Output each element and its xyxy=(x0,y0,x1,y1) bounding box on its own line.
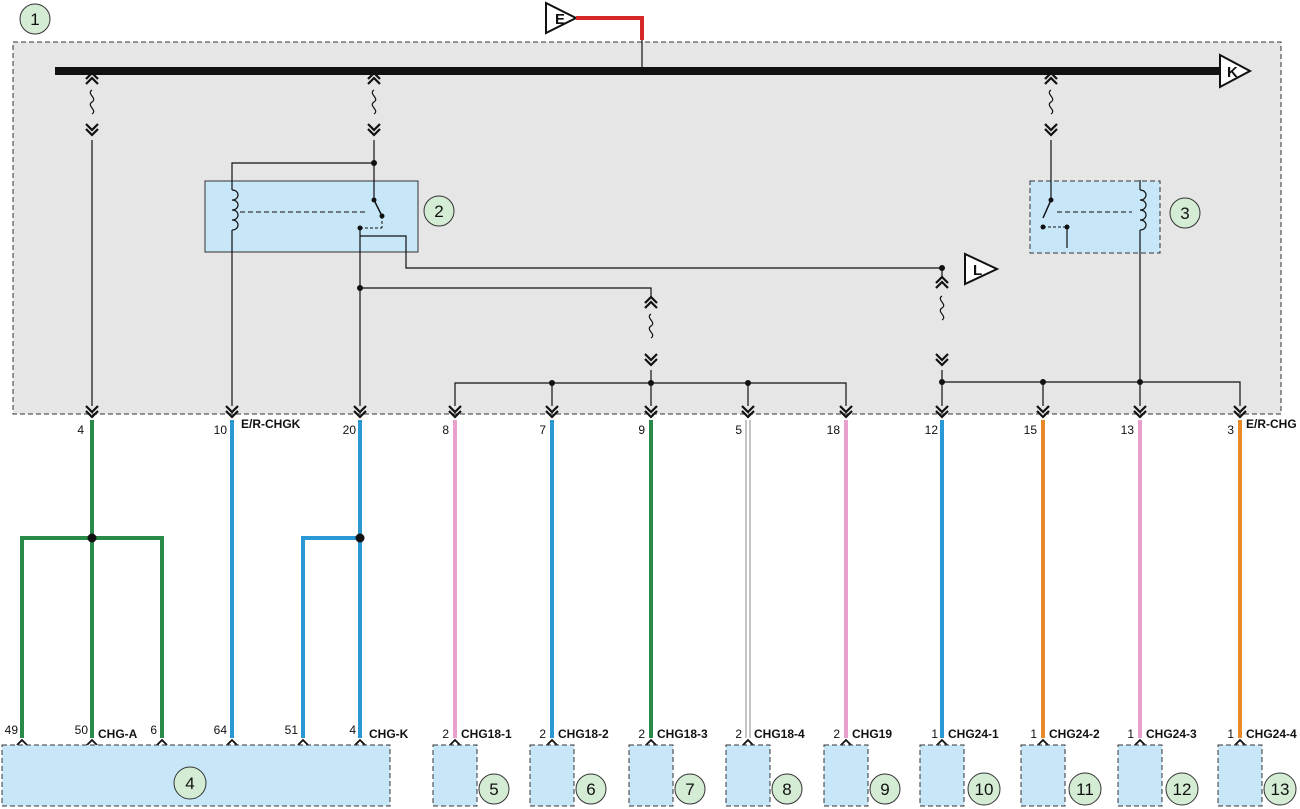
connector-chg18-3-label: CHG18-3 xyxy=(657,727,708,741)
svg-text:L: L xyxy=(973,262,982,279)
relay-3-coil xyxy=(1057,180,1147,231)
relay-2-coil xyxy=(231,180,368,238)
bottom-pin-49: 49 xyxy=(5,723,19,737)
component-6: 6 xyxy=(529,744,607,807)
top-pin-4: 4 xyxy=(77,423,84,437)
component-11: 11 xyxy=(1020,744,1102,807)
top-pin-8: 8 xyxy=(442,423,449,437)
terminal-e: E xyxy=(545,1,579,35)
svg-text:5: 5 xyxy=(489,780,498,799)
connector-chg24-4-label: CHG24-4 xyxy=(1246,727,1297,741)
bottom-pin-chg18-2: 2 xyxy=(539,727,546,741)
bottom-pin-chg24-3: 1 xyxy=(1127,727,1134,741)
svg-text:E: E xyxy=(555,11,565,28)
callout-3: 3 xyxy=(1169,197,1201,229)
svg-text:9: 9 xyxy=(880,780,889,799)
connector-chg24-1-label: CHG24-1 xyxy=(948,727,999,741)
svg-text:1: 1 xyxy=(30,10,39,29)
connector-er-chgk-label: E/R-CHGK xyxy=(241,417,301,431)
top-pin-5: 5 xyxy=(735,423,742,437)
top-pin-18: 18 xyxy=(827,423,841,437)
bottom-pin-50: 50 xyxy=(75,723,89,737)
connector-chg-k-label: CHG-K xyxy=(369,727,409,741)
svg-text:13: 13 xyxy=(1271,780,1290,799)
bottom-pin-6: 6 xyxy=(150,723,157,737)
svg-text:K: K xyxy=(1227,64,1238,81)
top-pin-13: 13 xyxy=(1121,423,1135,437)
top-pin-3: 3 xyxy=(1227,423,1234,437)
bottom-pin-chg19: 2 xyxy=(833,727,840,741)
main-bus-bar xyxy=(55,67,1220,75)
connector-chg18-2-label: CHG18-2 xyxy=(558,727,609,741)
svg-text:12: 12 xyxy=(1173,780,1192,799)
svg-text:3: 3 xyxy=(1180,204,1189,223)
svg-text:8: 8 xyxy=(782,780,791,799)
connector-chg18-4-label: CHG18-4 xyxy=(754,727,805,741)
component-7: 7 xyxy=(628,744,706,807)
bottom-pin-51: 51 xyxy=(285,723,299,737)
top-pin-10: 10 xyxy=(214,423,228,437)
wire-blue-20 xyxy=(301,420,362,738)
terminal-l: L xyxy=(964,252,1000,286)
wire-green-4 xyxy=(20,420,164,738)
svg-text:2: 2 xyxy=(434,202,443,221)
top-pin-9: 9 xyxy=(638,423,645,437)
bottom-pin-chg18-3: 2 xyxy=(638,727,645,741)
connector-chg-a-label: CHG-A xyxy=(98,727,138,741)
connector-chg24-3-label: CHG24-3 xyxy=(1146,727,1197,741)
top-pin-15: 15 xyxy=(1024,423,1038,437)
relay-2-switch xyxy=(357,181,385,231)
top-pin-7: 7 xyxy=(539,423,546,437)
terminal-k: K xyxy=(1219,53,1253,89)
connector-chg24-2-label: CHG24-2 xyxy=(1049,727,1100,741)
svg-text:4: 4 xyxy=(185,774,194,793)
component-8: 8 xyxy=(725,744,803,807)
bottom-pin-chg18-4: 2 xyxy=(735,727,742,741)
relay-3-switch xyxy=(1040,140,1070,230)
top-pin-20: 20 xyxy=(343,423,357,437)
connector-chg19-label: CHG19 xyxy=(852,727,892,741)
relay-3 xyxy=(1029,180,1161,254)
connector-chg18-1-label: CHG18-1 xyxy=(461,727,512,741)
svg-text:10: 10 xyxy=(975,780,994,799)
internal-wiring xyxy=(91,140,1241,406)
svg-text:11: 11 xyxy=(1076,780,1094,799)
svg-text:7: 7 xyxy=(685,780,694,799)
bottom-pin-64: 64 xyxy=(214,723,228,737)
bottom-pin-chg24-4: 1 xyxy=(1227,727,1234,741)
bottom-pin-chg24-2: 1 xyxy=(1030,727,1037,741)
component-9: 9 xyxy=(823,744,901,807)
component-12: 12 xyxy=(1117,744,1199,807)
callout-2: 2 xyxy=(423,195,455,227)
callout-4: 4 xyxy=(173,766,207,800)
red-supply-wire xyxy=(576,16,644,40)
svg-text:6: 6 xyxy=(586,780,595,799)
connector-er-chg-label: E/R-CHG xyxy=(1246,417,1297,431)
bottom-pin-chg24-1: 1 xyxy=(931,727,938,741)
component-13: 13 xyxy=(1217,744,1297,807)
component-10: 10 xyxy=(919,744,1001,807)
bottom-pin-chg18-1: 2 xyxy=(442,727,449,741)
callout-1: 1 xyxy=(19,3,51,35)
top-pin-12: 12 xyxy=(925,423,939,437)
bottom-pin-4: 4 xyxy=(349,723,356,737)
component-5: 5 xyxy=(432,744,510,807)
